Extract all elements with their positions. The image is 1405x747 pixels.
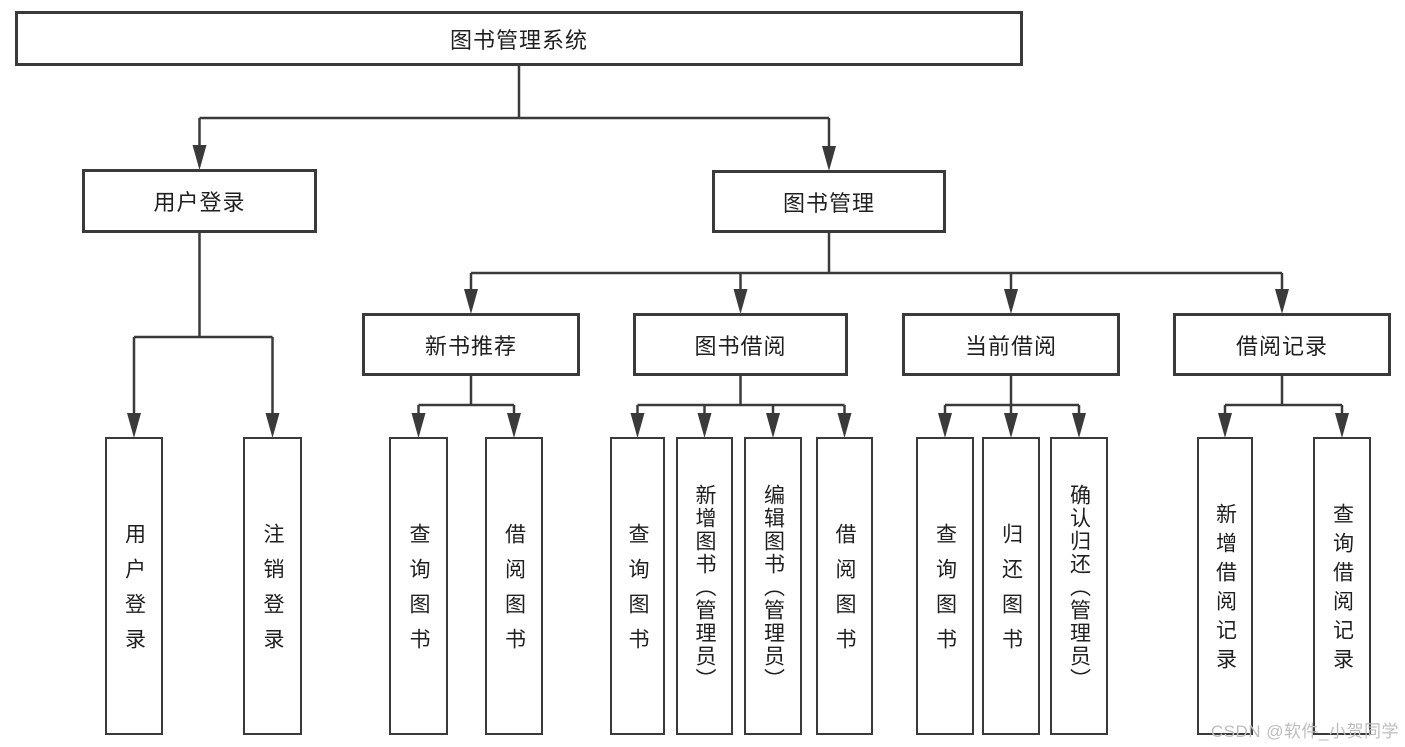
node-label: 图书借阅: [694, 333, 787, 359]
node-label: 借阅记录: [1235, 333, 1328, 359]
node-rec-add: 新增借阅记录: [1197, 437, 1253, 735]
node-book-mgmt: 图书管理: [712, 170, 946, 233]
arrowhead-down-icon: [507, 413, 521, 438]
arrowhead-down-icon: [630, 413, 645, 438]
node-cb-confirm: 确认归还（管理员）: [1050, 437, 1108, 735]
arrowhead-down-icon: [1218, 413, 1232, 438]
arrowhead-down-icon: [411, 413, 426, 438]
node-label: 查询图书: [933, 523, 957, 663]
node-new-book: 新书推荐: [362, 313, 580, 376]
node-nb-borrow: 借阅图书: [485, 437, 543, 735]
node-label: 查询图书: [626, 523, 649, 663]
node-bb-query: 查询图书: [610, 437, 665, 735]
node-label: 确认归还（管理员）: [1067, 483, 1091, 691]
node-label: 归还图书: [999, 523, 1023, 663]
arrowhead-down-icon: [1335, 413, 1349, 438]
arrowhead-down-icon: [464, 289, 478, 314]
node-label: 借阅图书: [502, 523, 526, 663]
node-bb-add: 新增图书（管理员）: [676, 437, 733, 735]
node-borrow-record: 借阅记录: [1173, 313, 1391, 376]
node-label: 当前借阅: [964, 333, 1057, 359]
node-rec-query: 查询借阅记录: [1313, 437, 1371, 735]
node-label: 图书管理系统: [449, 27, 588, 53]
arrowhead-down-icon: [938, 413, 952, 438]
node-current-borrow: 当前借阅: [902, 313, 1120, 376]
node-label: 查询图书: [407, 523, 430, 663]
node-label: 用户登录: [122, 523, 146, 663]
node-leaf-user-login: 用户登录: [105, 437, 163, 735]
arrowhead-down-icon: [822, 146, 836, 171]
node-label: 查询借阅记录: [1330, 503, 1354, 677]
arrowhead-down-icon: [837, 413, 852, 438]
node-cb-return: 归还图书: [982, 437, 1040, 735]
node-nb-query: 查询图书: [389, 437, 448, 735]
node-root: 图书管理系统: [15, 11, 1023, 66]
arrowhead-down-icon: [1072, 413, 1086, 438]
node-label: 新书推荐: [424, 333, 517, 359]
arrowhead-down-icon: [1004, 413, 1018, 438]
node-label: 新增图书（管理员）: [693, 483, 716, 691]
node-label: 新增借阅记录: [1213, 503, 1237, 677]
arrowhead-down-icon: [697, 413, 712, 438]
arrowhead-down-icon: [733, 289, 748, 314]
arrowhead-down-icon: [265, 413, 280, 438]
node-label: 借阅图书: [833, 523, 856, 663]
arrowhead-down-icon: [192, 145, 207, 170]
node-book-borrow: 图书借阅: [633, 313, 848, 376]
arrowhead-down-icon: [1004, 289, 1018, 314]
node-label: 编辑图书（管理员）: [761, 483, 785, 691]
arrowhead-down-icon: [127, 413, 141, 438]
node-bb-edit: 编辑图书（管理员）: [744, 437, 802, 735]
node-label: 图书管理: [782, 190, 875, 216]
arrowhead-down-icon: [766, 413, 780, 438]
node-label: 用户登录: [153, 190, 246, 215]
node-bb-borrow: 借阅图书: [816, 437, 873, 735]
watermark: CSDN @软件_小贺同学: [1210, 722, 1399, 741]
node-cb-query: 查询图书: [916, 437, 974, 735]
node-user-login: 用户登录: [82, 169, 317, 233]
arrowhead-down-icon: [1275, 289, 1289, 314]
node-leaf-logout: 注销登录: [243, 437, 302, 735]
node-label: 注销登录: [261, 523, 284, 663]
